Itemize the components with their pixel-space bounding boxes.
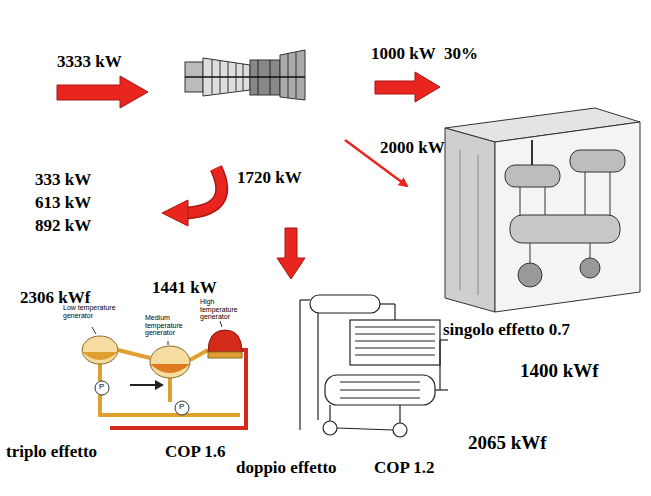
heat-value: 1441 kW — [152, 278, 217, 298]
heat-value: 613 kW — [35, 193, 91, 213]
cooling-value: 1400 kWf — [520, 360, 599, 382]
single-effect-chiller — [445, 108, 640, 312]
chiller-name: doppio effetto — [236, 458, 337, 478]
gas-turbine — [185, 50, 305, 100]
part-name: Medium temperature generator — [145, 314, 191, 337]
cop-value: COP 1.6 — [165, 442, 225, 462]
energy-arrow — [375, 72, 440, 102]
heat-value: 333 kW — [35, 170, 91, 190]
energy-arrow — [277, 228, 305, 279]
cop-value: COP 1.2 — [374, 458, 434, 478]
power-value: 1000 kW 30% — [371, 44, 478, 64]
cooling-value: 2065 kWf — [468, 432, 547, 454]
chiller-name: singolo effetto 0.7 — [443, 320, 570, 340]
energy-arrow — [57, 76, 148, 108]
pump-symbol-label: P — [179, 403, 184, 412]
double-effect-drawing — [300, 295, 448, 437]
part-name: Low temperature generator — [63, 304, 123, 319]
heat-value: 2000 kW — [380, 138, 445, 158]
chiller-name: triplo effetto — [6, 442, 97, 462]
recovery-arrow — [162, 168, 222, 226]
part-name: High temperature generator — [200, 298, 246, 321]
triple-effect-schematic — [82, 321, 246, 428]
heat-value: 892 kW — [35, 216, 91, 236]
power-value: 3333 kW — [57, 52, 122, 72]
heat-value: 1720 kW — [237, 168, 302, 188]
pump-symbol-label: P — [99, 383, 104, 392]
